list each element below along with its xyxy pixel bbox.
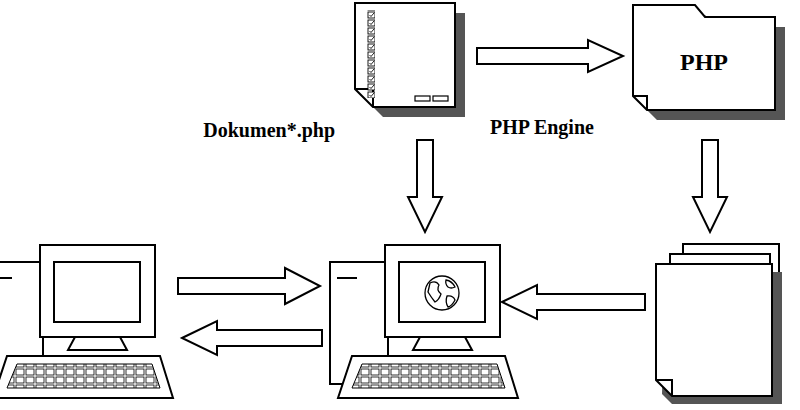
php-engine-folder: PHPPHP Engine — [633, 5, 775, 110]
folder-title: PHP — [680, 49, 728, 75]
engine-label: PHP Engine — [490, 116, 594, 138]
block-arrow-connector — [477, 40, 623, 72]
block-arrow — [178, 140, 727, 355]
php-document: Dokumen*.php — [355, 3, 455, 107]
node-outline — [355, 3, 455, 107]
output-pages — [656, 244, 782, 404]
server-computer — [330, 245, 518, 398]
globe-icon — [425, 276, 459, 310]
file-label: Dokumen*.php — [203, 119, 335, 141]
client-computer — [0, 245, 173, 398]
